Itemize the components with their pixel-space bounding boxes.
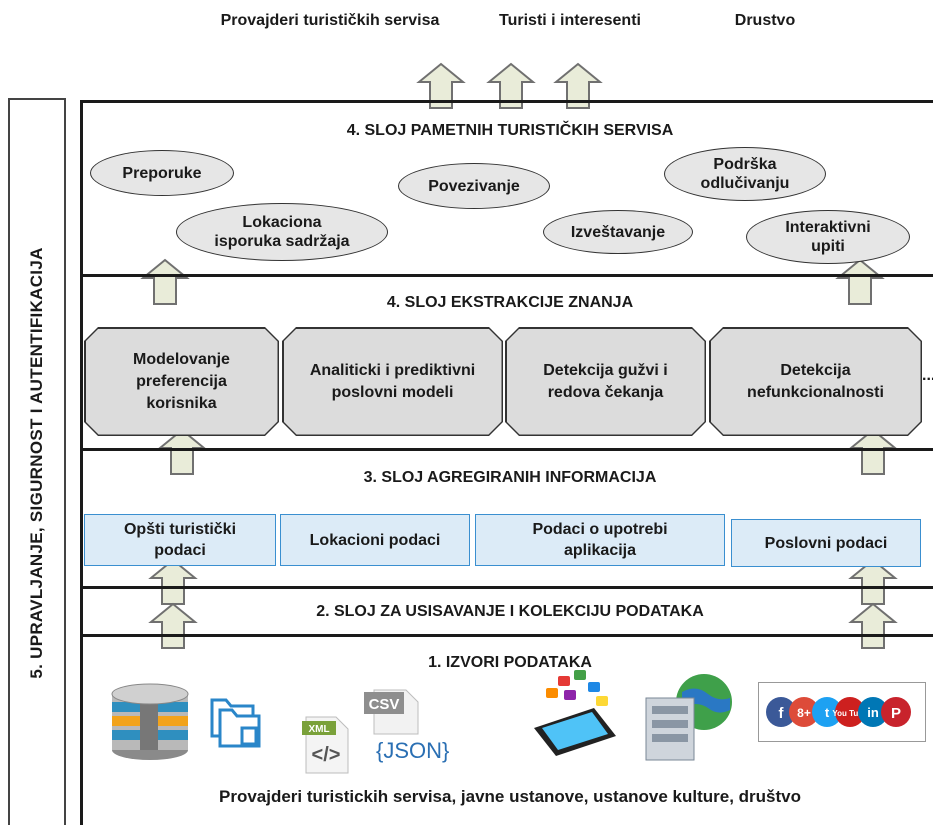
info-general-tourist-data: Opšti turistički podaci — [84, 514, 276, 566]
module-malfunction-detection: Detekcija nefunkcionalnosti — [711, 329, 921, 435]
top-label-tourists: Turisti i interesenti — [499, 12, 641, 29]
smartphone-apps-icon — [534, 670, 616, 756]
module-frame: Analiticki i prediktivni poslovni modeli — [282, 327, 503, 436]
folders-icon — [210, 698, 261, 748]
module-user-preferences: Modelovanje preferencija korisnika — [86, 329, 278, 435]
top-label-society: Drustvo — [734, 12, 796, 29]
layer-title-aggregated: 3. SLOJ AGREGIRANIH INFORMACIJA — [363, 469, 657, 486]
side-label: 5. UPRAVLJANJE, SIGURNOST I AUTENTIFIKAC… — [27, 246, 46, 679]
layer-title-collection: 2. SLOJ ZA USISAVANJE I KOLEKCIJU PODATA… — [316, 603, 704, 620]
service-recommendations: Preporuke — [90, 150, 234, 196]
layer-aggregated — [80, 448, 933, 588]
top-label-providers: Provajderi turističkih servisa — [220, 12, 440, 29]
layer-title-smart: 4. SLOJ PAMETNIH TURISTIČKIH SERVISA — [346, 122, 674, 139]
service-interactive-queries: Interaktivni upiti — [746, 210, 910, 264]
layer-sources — [80, 634, 933, 825]
xml-badge-text: XML — [308, 724, 329, 735]
social-media-icons: f 8+ t You Tube in P — [766, 697, 911, 727]
social-media-box: f 8+ t You Tube in P — [758, 682, 926, 742]
xml-code-text: </> — [312, 744, 341, 766]
layer-knowledge — [80, 274, 933, 450]
layer-collection — [80, 586, 933, 636]
linkedin-icon: in — [867, 705, 879, 720]
service-decision-support: Podrška odlučivanju — [664, 147, 826, 201]
info-location-data: Lokacioni podaci — [280, 514, 470, 566]
server-globe-icon — [645, 674, 732, 761]
sources-footer: Provajderi turistickih servisa, javne us… — [219, 787, 801, 806]
modules-ellipsis: ... — [922, 367, 933, 384]
xml-file-icon: XML </> — [302, 716, 349, 774]
layer-smart-services — [80, 100, 933, 276]
service-linking: Povezivanje — [398, 163, 550, 209]
info-app-usage-data: Podaci o upotrebi aplikacija — [475, 514, 725, 566]
facebook-icon: f — [779, 705, 785, 722]
side-panel: 5. UPRAVLJANJE, SIGURNOST I AUTENTIFIKAC… — [8, 98, 66, 825]
module-frame: Modelovanje preferencija korisnika — [84, 327, 279, 436]
module-crowd-detection: Detekcija gužvi i redova čekanja — [507, 329, 705, 435]
module-analytics-models: Analiticki i prediktivni poslovni modeli — [284, 329, 502, 435]
module-frame: Detekcija gužvi i redova čekanja — [505, 327, 706, 436]
database-icon — [111, 683, 189, 760]
csv-file-icon: CSV — [364, 689, 419, 735]
csv-badge-text: CSV — [369, 696, 400, 713]
json-label: {JSON} — [376, 738, 450, 763]
module-frame: Detekcija nefunkcionalnosti — [709, 327, 922, 436]
youtube-icon: You Tube — [832, 709, 868, 718]
pinterest-icon: P — [891, 705, 901, 722]
layer-title-knowledge: 4. SLOJ EKSTRAKCIJE ZNANJA — [386, 294, 634, 311]
service-reporting: Izveštavanje — [543, 210, 693, 254]
layer-title-sources: 1. IZVORI PODATAKA — [428, 654, 592, 671]
service-location-delivery: Lokaciona isporuka sadržaja — [176, 203, 388, 261]
info-business-data: Poslovni podaci — [731, 519, 921, 567]
twitter-icon: t — [825, 705, 830, 720]
google-plus-icon: 8+ — [797, 706, 811, 720]
